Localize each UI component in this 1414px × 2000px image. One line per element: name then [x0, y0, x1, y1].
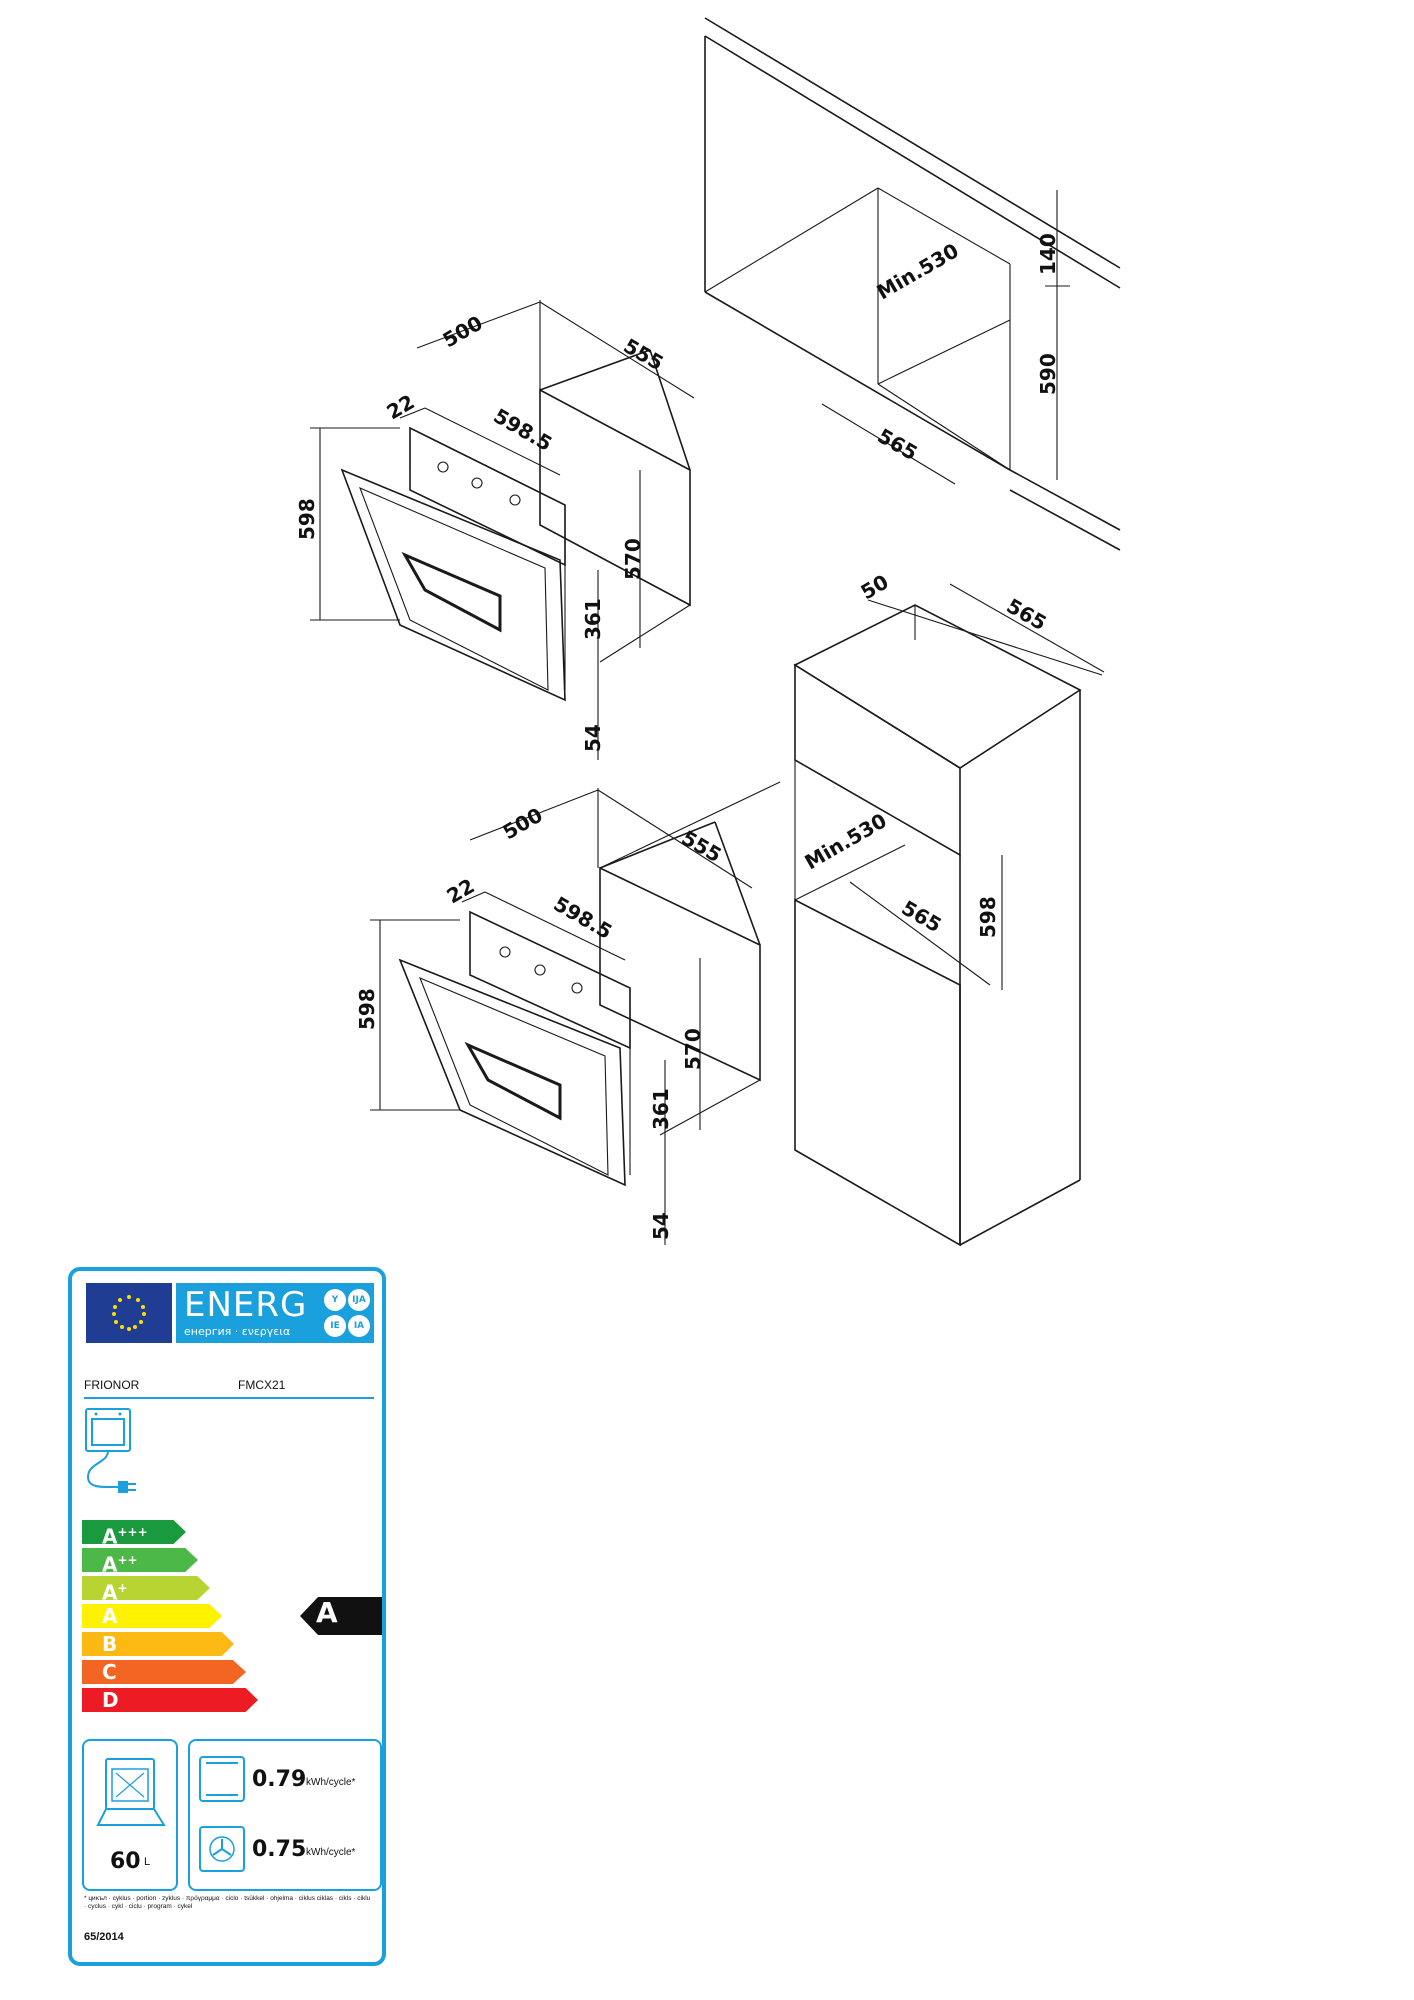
dim-front-598-bottom: 598: [355, 988, 379, 1030]
energ-subtitle: енергия · ενεργεια: [184, 1325, 291, 1338]
brand-name: FRIONOR: [84, 1378, 140, 1392]
tall-cabinet: [793, 583, 1105, 1247]
energ-banner: ENERG енергия · ενεργεια Y IJA IE IA: [176, 1283, 374, 1343]
conventional-mode-icon: [199, 1756, 245, 1802]
dim-niche-min-bottom: Min.530: [801, 808, 891, 874]
lang-circle-ija: IJA: [348, 1289, 370, 1311]
dim-lower-361-top: 361: [581, 598, 605, 640]
volume-unit: L: [144, 1856, 151, 1868]
eu-flag-icon: [86, 1283, 172, 1343]
lang-circle-ia: IA: [348, 1315, 370, 1337]
class-label: A: [102, 1604, 118, 1628]
consumption-unit: kWh/cycle*: [306, 1777, 356, 1788]
class-label: A: [102, 1524, 118, 1549]
class-plus: +: [117, 1581, 128, 1595]
class-arrow-a: A: [82, 1604, 222, 1628]
dim-front-598-top: 598: [295, 498, 319, 540]
consumption-unit: kWh/cycle*: [306, 1847, 356, 1858]
dim-cabinet-50: 50: [857, 570, 893, 605]
class-label: A: [102, 1580, 118, 1605]
consumption-box: 0.79 kWh/cycle* 0.75 kWh/cycle*: [188, 1739, 382, 1891]
class-plus: ++: [117, 1553, 138, 1567]
oven-bottom: [398, 781, 781, 1187]
electric-oven-icon: [84, 1407, 144, 1508]
cycle-footnote: * циκъл · cyklus · portion · zyklus · πρ…: [84, 1895, 371, 1910]
energy-label: ENERG енергия · ενεργεια Y IJA IE IA FRI…: [68, 1267, 386, 1966]
label-header: ENERG енергия · ενεργεια Y IJA IE IA: [86, 1283, 376, 1345]
class-plus: +++: [117, 1525, 148, 1539]
dim-body-570-top: 570: [621, 538, 645, 580]
class-arrow-aplus: A+: [82, 1576, 210, 1600]
volume-value: 60: [110, 1849, 141, 1874]
dim-bottom-54-top: 54: [581, 724, 605, 752]
class-arrow-a2plus: A++: [82, 1548, 198, 1572]
model-name: FMCX21: [238, 1378, 286, 1392]
energ-word: ENERG: [184, 1285, 308, 1325]
dim-niche-top-140: 140: [1036, 233, 1060, 275]
lang-circle-y: Y: [324, 1289, 346, 1311]
class-arrow-d: D: [82, 1688, 258, 1712]
regulation-number: 65/2014: [84, 1931, 124, 1943]
oven-top: [340, 349, 691, 702]
dim-cabinet-565: 565: [1003, 594, 1051, 636]
dim-depth-500-top: 500: [439, 311, 487, 353]
class-arrow-a3plus: A+++: [82, 1520, 186, 1544]
dim-bottom-54-bottom: 54: [649, 1212, 673, 1240]
dim-door-22-top: 22: [383, 390, 419, 425]
class-label: C: [102, 1660, 117, 1684]
dim-niche-height-590: 590: [1036, 353, 1060, 395]
dim-depth-555-top: 555: [620, 334, 668, 376]
oven-cavity-icon: [96, 1758, 166, 1826]
dim-width-598-5-bottom: 598.5: [550, 892, 617, 944]
installation-drawing: Min.530 140 590 565 500 555 22 598.5 598…: [295, 17, 1121, 1247]
divider: [84, 1397, 374, 1399]
rating-arrow: [300, 1597, 382, 1635]
fan-mode-icon: [199, 1826, 245, 1872]
class-label: D: [102, 1688, 119, 1712]
dim-niche-height-598-bottom: 598: [976, 896, 1000, 938]
wall-niche-top: [704, 17, 1121, 551]
class-arrow-c: C: [82, 1660, 246, 1684]
rating-letter: A: [316, 1596, 338, 1629]
class-label: A: [102, 1552, 118, 1577]
lang-circle-ie: IE: [324, 1315, 346, 1337]
dim-depth-500-bottom: 500: [499, 803, 547, 845]
dim-niche-depth-565-bottom: 565: [898, 896, 946, 938]
class-arrow-b: B: [82, 1632, 234, 1656]
consumption-fan-value: 0.75: [252, 1837, 307, 1862]
class-label: B: [102, 1632, 118, 1656]
dim-door-22-bottom: 22: [443, 874, 479, 909]
dim-body-570-bottom: 570: [681, 1028, 705, 1070]
consumption-conventional-value: 0.79: [252, 1767, 307, 1792]
dim-width-598-5-top: 598.5: [490, 404, 557, 456]
dim-lower-361-bottom: 361: [649, 1088, 673, 1130]
volume-box: 60 L: [82, 1739, 178, 1891]
dim-niche-depth-565-top: 565: [874, 424, 922, 466]
dim-niche-min-top: Min.530: [873, 238, 963, 304]
